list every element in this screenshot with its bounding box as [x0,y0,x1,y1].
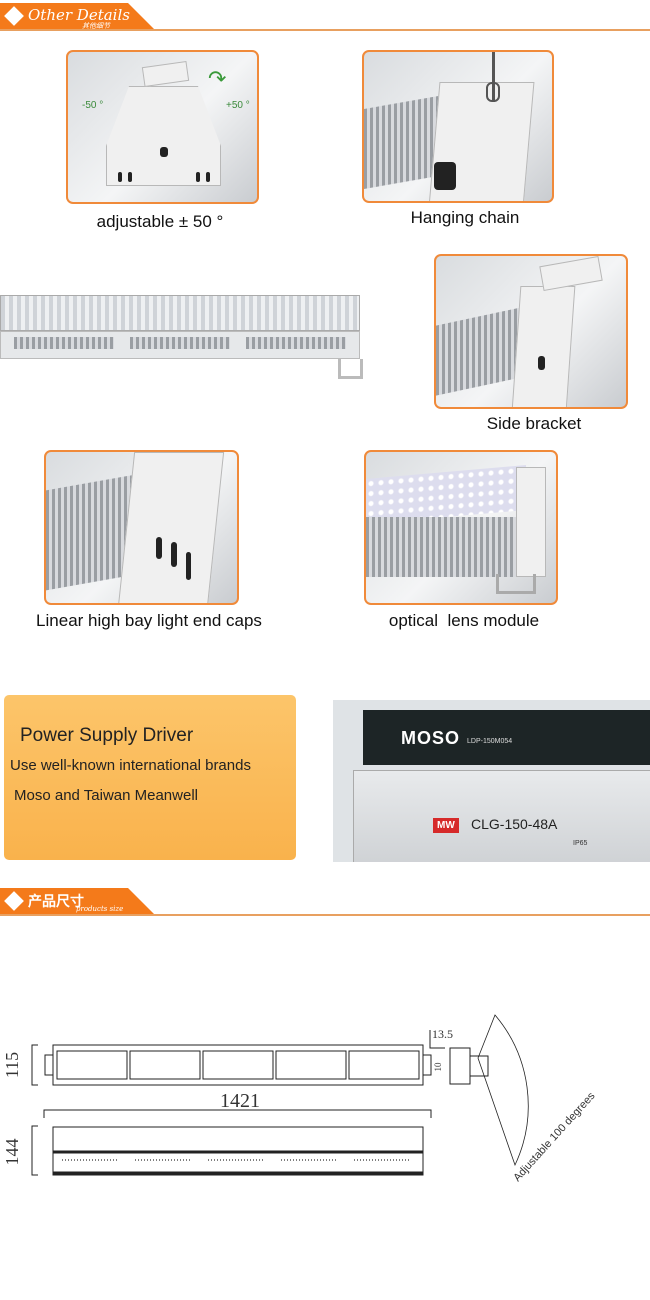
section-header-other-details: Other Details 其他细节 [0,0,650,32]
dim-height-side: 144 [2,1139,22,1166]
dim-bracket-offset: 13.5 [432,1027,453,1041]
section-header-products-size: 产品尺寸 products size [0,885,650,917]
photo-caption: Side bracket [486,414,582,433]
photo-caption: adjustable ± 50 ° [96,212,224,231]
adjustable-angle-photo: ↷ -50 ° +50 ° [66,50,259,204]
angle-label-left: -50 ° [82,100,104,111]
rotate-arrow-icon: ↷ [208,66,227,91]
dim-length: 1421 [220,1090,260,1112]
photo-caption: Hanging chain [410,208,520,227]
section-title: 产品尺寸 [28,894,84,910]
dim-height-top: 115 [2,1052,22,1078]
meanwell-model: CLG-150-48A [471,816,558,832]
photo-caption: optical lens module [388,611,540,630]
hanging-chain-photo [362,50,554,203]
dim-bracket-width: 10 [433,1062,443,1072]
dimension-drawing: 115 1421 144 13.5 10 Adjustable 100 degr… [2,1014,598,1184]
power-line2: Moso and Taiwan Meanwell [14,787,198,804]
ip-rating: IP65 [573,840,588,847]
section-subtitle: products size [76,905,124,913]
photo-caption: Linear high bay light end caps [36,611,262,630]
moso-model: LDP-150M054 [467,738,513,745]
lens-module-photo [364,450,558,605]
end-caps-photo [44,450,239,605]
moso-logo: MOSO [401,728,461,748]
section-title: Other Details [28,6,130,24]
linear-light-photo [0,295,365,385]
power-supply-info: Power Supply Driver Use well-known inter… [4,695,296,860]
adjust-note: Adjustable 100 degrees [511,1090,598,1184]
meanwell-logo: MW [433,818,459,833]
section-subtitle: 其他细节 [82,22,110,30]
power-heading: Power Supply Driver [20,725,194,746]
driver-photo: MOSO LDP-150M054 MW CLG-150-48A IP65 [333,700,650,862]
power-line1: Use well-known international brands [10,757,251,774]
angle-label-right: +50 ° [226,100,250,111]
side-bracket-photo [434,254,628,409]
